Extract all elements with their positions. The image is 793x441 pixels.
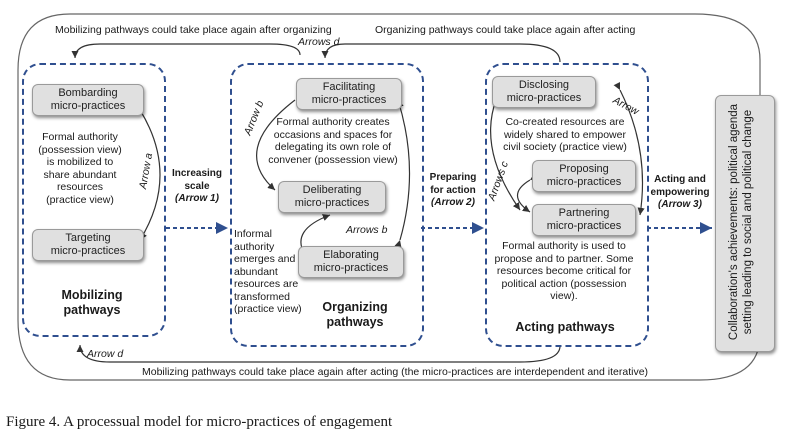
facilitating-label-1: Facilitating	[322, 81, 376, 93]
bottom-loop-label: Mobilizing pathways could take place aga…	[142, 366, 649, 378]
deliberating-label-1: Deliberating	[302, 184, 362, 196]
deliberating-label-2: micro-practices	[294, 197, 370, 209]
outer-loop	[17, 13, 761, 381]
arrow-top-right	[613, 81, 645, 216]
mobilizing-description: Formal authority (possession view) is mo…	[38, 131, 122, 206]
targeting-label-2: micro-practices	[50, 245, 126, 257]
bombarding-label-2: micro-practices	[50, 100, 126, 112]
targeting-label-1: Targeting	[65, 232, 111, 244]
disclosing-label-2: micro-practices	[506, 92, 582, 104]
arrow-b-left	[255, 99, 296, 191]
arrow-c-left	[490, 99, 521, 211]
bottom-loop-arrow-label: Arrow d	[87, 348, 124, 360]
organizing-top-description: Formal authority creates occasions and s…	[268, 116, 398, 166]
arrow-a	[133, 101, 161, 241]
organizing-pathways-frame	[230, 63, 424, 347]
acting-top-description: Co-created resources are widely shared t…	[503, 116, 627, 153]
elaborating-label-1: Elaborating	[323, 249, 379, 261]
elaborating-label-2: micro-practices	[313, 262, 389, 274]
arrow-d-top-right	[321, 43, 561, 63]
arrow-c-mid	[516, 173, 539, 213]
organizing-bottom-description: Informal authority emerges and abundant …	[234, 228, 302, 315]
acting-bottom-description: Formal authority is used to propose and …	[494, 240, 634, 302]
arrow-b-right-label: Arrows b	[346, 224, 388, 236]
bombarding-label-1: Bombarding	[58, 87, 118, 99]
partnering-label-2: micro-practices	[546, 220, 622, 232]
proposing-label-1: Proposing	[559, 163, 609, 175]
partnering-label-1: Partnering	[558, 207, 610, 219]
proposing-label-2: micro-practices	[546, 176, 622, 188]
arrow-d-top-left	[71, 43, 301, 59]
top-loop-arrow-label: Arrows d	[298, 36, 340, 48]
facilitating-label-2: micro-practices	[311, 94, 387, 106]
achievements-box	[715, 95, 775, 352]
acting-pathways-frame	[485, 63, 649, 347]
top-loop-left-label: Mobilizing pathways could take place aga…	[55, 24, 332, 36]
achievements-label: Collaboration's achievements: political …	[728, 103, 754, 341]
top-loop-right-label: Organizing pathways could take place aga…	[375, 24, 636, 36]
disclosing-label-1: Disclosing	[518, 79, 570, 91]
arrow-b-right	[394, 99, 411, 248]
arrow-d-bottom	[76, 344, 561, 363]
mobilizing-pathways-frame	[22, 63, 166, 337]
acting-title: Acting pathways	[515, 320, 615, 334]
figure-caption: Figure 4. A processual model for micro-p…	[6, 414, 393, 430]
